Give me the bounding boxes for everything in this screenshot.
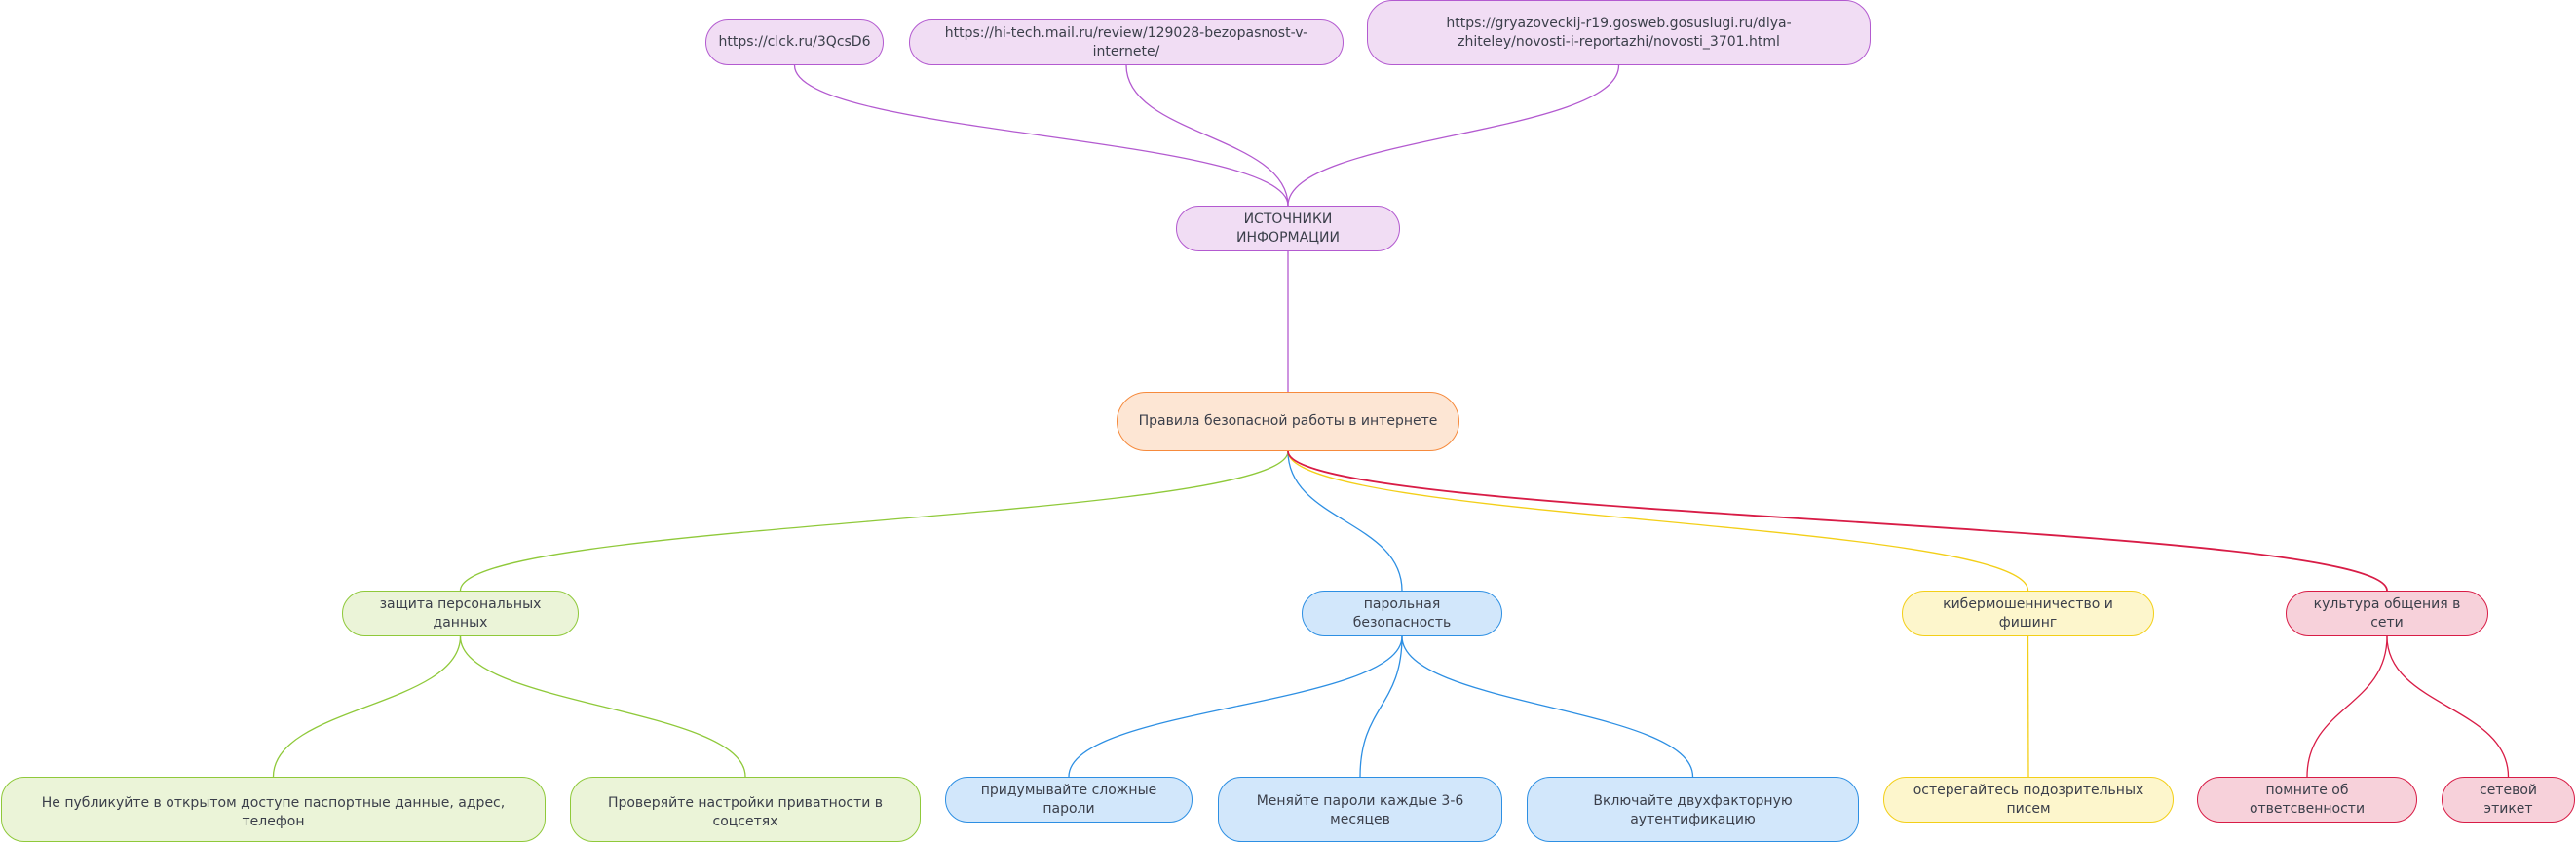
branch-connector: [1287, 450, 1403, 592]
source-connector: [793, 64, 1289, 207]
source-link-text: https://clck.ru/3QcsD6: [718, 34, 871, 50]
leaf-node[interactable]: остерегайтесь подозрительных писем: [1883, 777, 2174, 823]
leaf-label: придумывайте сложные пароли: [980, 782, 1157, 817]
leaf-connector: [2306, 635, 2388, 778]
sources-label: ИСТОЧНИКИ ИНФОРМАЦИИ: [1236, 211, 1340, 246]
root-label: Правила безопасной работы в интернете: [1138, 413, 1438, 429]
source-connector: [1125, 64, 1289, 207]
branch-connector: [459, 450, 1289, 592]
leaf-connector: [1068, 635, 1403, 778]
source-link-node[interactable]: https://gryazoveckij-r19.gosweb.gosuslug…: [1367, 0, 1871, 65]
branch-connector: [1287, 450, 2388, 592]
branch-label: кибермошенничество и фишинг: [1943, 595, 2113, 631]
branch-connector: [1287, 450, 2029, 592]
branch-node-password-security[interactable]: парольная безопасность: [1302, 591, 1502, 636]
leaf-node[interactable]: Не публикуйте в открытом доступе паспорт…: [1, 777, 546, 842]
source-link-text: https://hi-tech.mail.ru/review/129028-be…: [944, 24, 1308, 59]
leaf-connector: [2386, 635, 2510, 778]
leaf-node[interactable]: помните об ответсвенности: [2197, 777, 2417, 823]
leaf-node[interactable]: Включайте двухфакторную аутентификацию: [1527, 777, 1859, 842]
branch-node-personal-data[interactable]: защита персональных данных: [342, 591, 579, 636]
branch-label: культура общения в сети: [2313, 595, 2461, 631]
source-link-node[interactable]: https://clck.ru/3QcsD6: [705, 19, 884, 65]
leaf-node[interactable]: сетевой этикет: [2442, 777, 2575, 823]
sources-node[interactable]: ИСТОЧНИКИ ИНФОРМАЦИИ: [1176, 206, 1400, 251]
leaf-node[interactable]: Меняйте пароли каждые 3-6 месяцев: [1218, 777, 1502, 842]
leaf-label: сетевой этикет: [2480, 782, 2537, 817]
leaf-label: остерегайтесь подозрительных писем: [1913, 782, 2144, 817]
branch-node-phishing[interactable]: кибермошенничество и фишинг: [1902, 591, 2154, 636]
leaf-label: Не публикуйте в открытом доступе паспорт…: [41, 795, 506, 829]
root-node[interactable]: Правила безопасной работы в интернете: [1117, 392, 1459, 451]
leaf-connector: [459, 635, 746, 778]
leaf-connector: [272, 635, 462, 778]
leaf-connector: [2027, 635, 2029, 778]
leaf-node[interactable]: придумывайте сложные пароли: [945, 777, 1193, 823]
source-link-node[interactable]: https://hi-tech.mail.ru/review/129028-be…: [909, 19, 1344, 65]
leaf-label: помните об ответсвенности: [2249, 782, 2366, 817]
branch-label: защита персональных данных: [379, 595, 542, 631]
branch-label: парольная безопасность: [1352, 595, 1452, 631]
leaf-label: Включайте двухфакторную аутентификацию: [1593, 793, 1793, 827]
leaf-label: Проверяйте настройки приватности в соцсе…: [607, 795, 884, 829]
source-link-text: https://gryazoveckij-r19.gosweb.gosuslug…: [1446, 15, 1792, 50]
leaf-connector: [1359, 635, 1403, 778]
source-connector: [1287, 64, 1620, 207]
leaf-node[interactable]: Проверяйте настройки приватности в соцсе…: [570, 777, 921, 842]
leaf-label: Меняйте пароли каждые 3-6 месяцев: [1256, 793, 1464, 827]
leaf-connector: [1401, 635, 1694, 778]
branch-node-netiquette[interactable]: культура общения в сети: [2286, 591, 2488, 636]
